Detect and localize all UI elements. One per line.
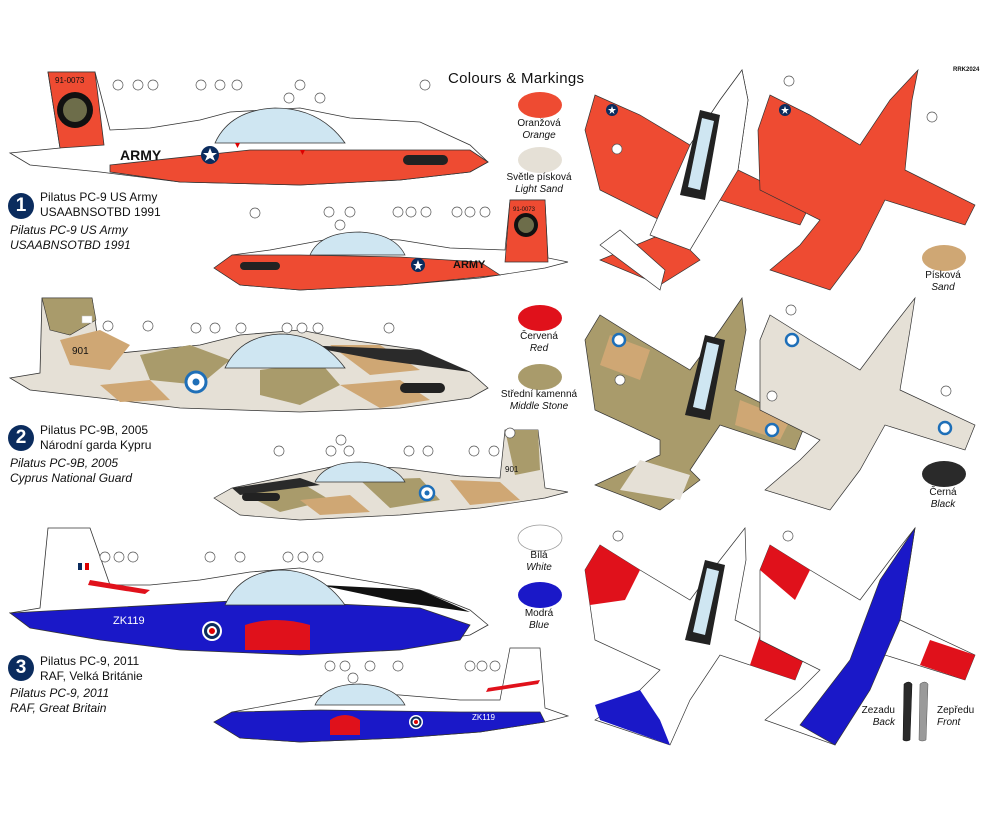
product-code: RRK2024 <box>953 67 980 73</box>
color-swatch <box>517 524 563 552</box>
us-army-profile-right: ARMY 91-0073 <box>213 199 569 291</box>
swatch-label-cz: Černá <box>929 487 957 498</box>
callouts <box>99 75 952 684</box>
scheme-3-caption-en: Pilatus PC-9, 2011 RAF, Great Britain <box>10 686 110 715</box>
swatch-label-cz: Písková <box>925 270 961 281</box>
army-marking: ARMY <box>120 147 162 163</box>
page-title: Colours & Markings <box>448 70 585 87</box>
swatch-label-en: Orange <box>522 130 556 141</box>
color-swatch <box>922 245 966 271</box>
us-army-bottom-view <box>757 68 976 291</box>
swatch-label-en: Blue <box>528 620 549 631</box>
army-marking-right: ARMY <box>453 259 486 271</box>
swatch-label-cz: Bílá <box>530 550 548 561</box>
serial-us-right: 91-0073 <box>513 207 536 213</box>
serial-us: 91-0073 <box>55 76 85 85</box>
color-swatch <box>518 92 562 118</box>
cyprus-profile-left: 901 <box>8 297 489 413</box>
color-swatch <box>922 461 966 487</box>
scheme-1-caption: Pilatus PC-9 US Army USAABNSOTBD 1991 <box>40 190 161 219</box>
color-swatch <box>518 305 562 331</box>
raf-bottom-view <box>759 526 976 746</box>
swatch-label-en: Middle Stone <box>509 401 569 412</box>
serial-cy-right: 901 <box>505 465 519 474</box>
raf-profile-right: ZK119 <box>213 647 570 743</box>
scheme-number: 2 <box>8 425 34 451</box>
scheme-2-caption-en: Pilatus PC-9B, 2005 Cyprus National Guar… <box>10 456 133 485</box>
raf-top-view <box>584 527 806 746</box>
serial-raf-right: ZK119 <box>472 713 496 722</box>
prop-front-en: Front <box>937 717 961 728</box>
prop-front-cz: Zepředu <box>937 705 975 716</box>
swatch-label-cz: Světle písková <box>506 172 572 183</box>
color-swatch <box>518 582 562 608</box>
swatch-label-cz: Modrá <box>524 608 554 619</box>
prop-back-en: Back <box>872 717 895 728</box>
raf-profile-left: ZK119 <box>8 527 489 656</box>
swatch-circles <box>517 92 966 608</box>
serial-raf: ZK119 <box>113 615 145 627</box>
swatch-label-cz: Červená <box>520 331 558 342</box>
cyprus-profile-right: 901 <box>213 429 569 521</box>
us-army-top-view <box>584 69 811 291</box>
scheme-2-caption: Pilatus PC-9B, 2005 Národní garda Kypru <box>40 423 152 452</box>
scheme-3-caption: Pilatus PC-9, 2011 RAF, Velká Británie <box>40 654 143 683</box>
scheme-1-caption-en: Pilatus PC-9 US Army USAABNSOTBD 1991 <box>10 223 131 252</box>
swatch-label-en: Red <box>529 343 549 354</box>
swatch-label-cz: Střední kamenná <box>500 389 578 400</box>
color-swatch <box>518 147 562 173</box>
prop-back-cz: Zezadu <box>861 705 895 716</box>
swatch-label-en: Sand <box>931 282 955 293</box>
scheme-number: 1 <box>8 193 34 219</box>
scheme-number: 3 <box>8 655 34 681</box>
swatch-label-en: Light Sand <box>515 184 563 195</box>
serial-cy: 901 <box>72 346 89 357</box>
propeller-back <box>902 681 913 742</box>
us-army-profile-left: ARMY 91-0073 <box>8 71 489 186</box>
propeller-front <box>918 681 929 742</box>
cyprus-bottom-view <box>759 296 976 511</box>
swatch-label-en: White <box>526 562 552 573</box>
color-swatch <box>518 364 562 390</box>
swatch-label-cz: Oranžová <box>517 118 561 129</box>
swatch-label-en: Black <box>930 499 956 510</box>
